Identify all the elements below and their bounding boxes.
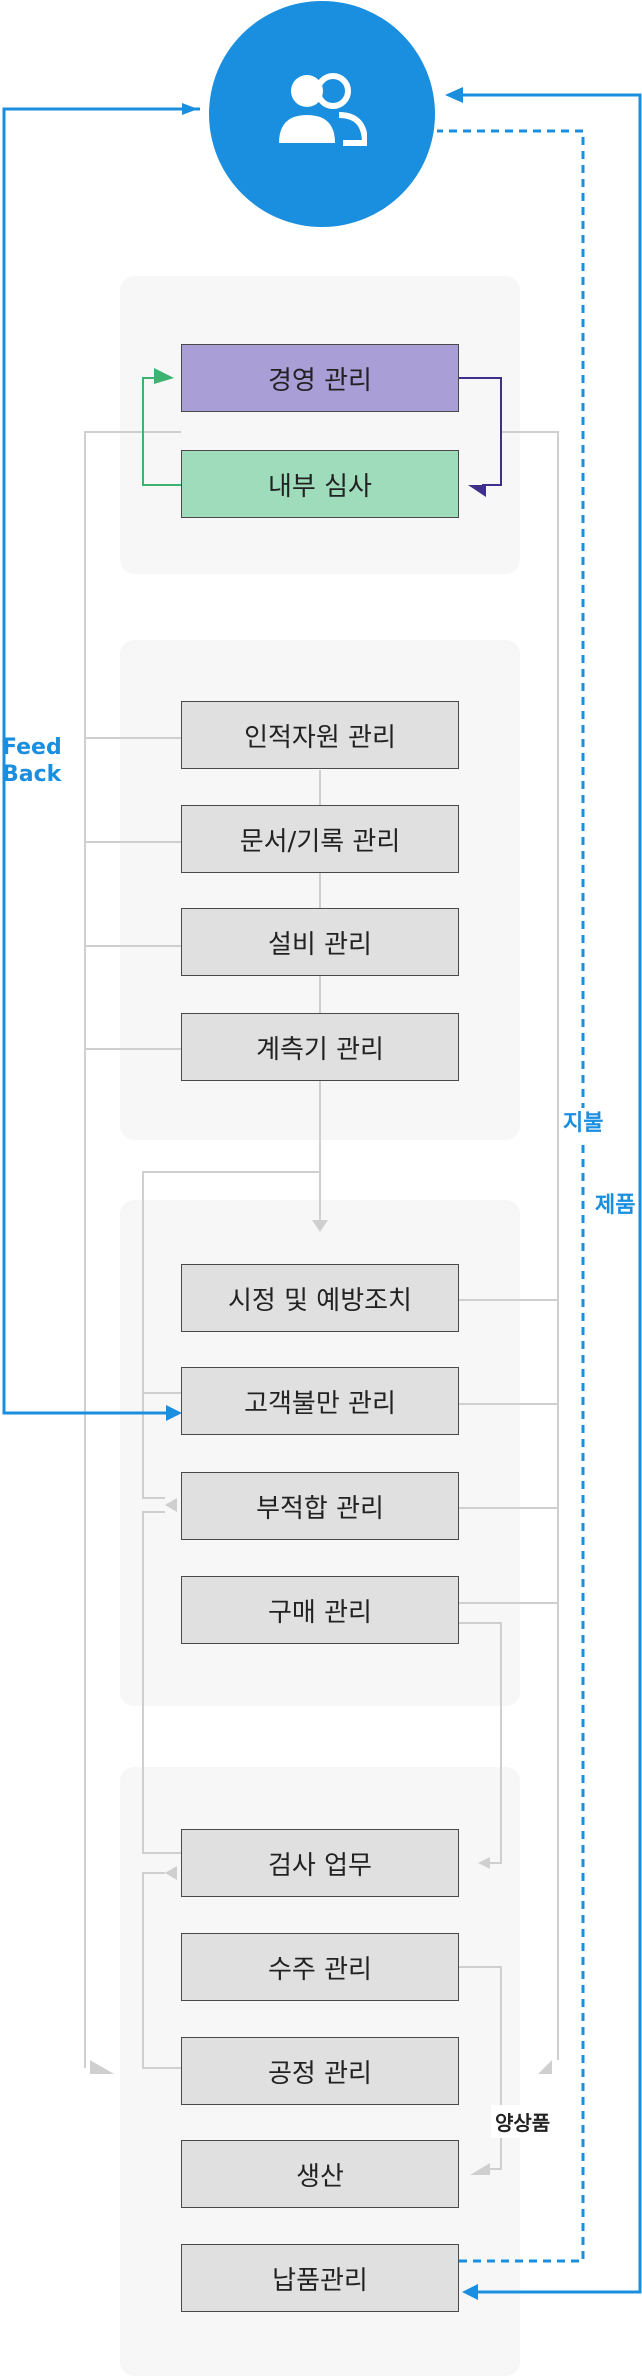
box-hr[interactable]: 인적자원 관리 — [181, 701, 459, 769]
management-group-panel — [120, 276, 520, 574]
product-label: 제품 — [595, 1190, 636, 1221]
feedback-line — [2, 107, 200, 1415]
box-nonconformity[interactable]: 부적합 관리 — [181, 1472, 459, 1540]
feedback-label: Feed Back — [2, 735, 62, 787]
box-delivery[interactable]: 납품관리 — [181, 2244, 459, 2312]
box-gauges[interactable]: 계측기 관리 — [181, 1013, 459, 1081]
box-process[interactable]: 공정 관리 — [181, 2037, 459, 2105]
box-documents[interactable]: 문서/기록 관리 — [181, 805, 459, 873]
box-complaints[interactable]: 고객불만 관리 — [181, 1367, 459, 1435]
box-production[interactable]: 생산 — [181, 2140, 459, 2208]
box-corrective[interactable]: 시정 및 예방조치 — [181, 1264, 459, 1332]
product-line — [455, 93, 642, 2294]
payment-dashed-line — [437, 129, 585, 2263]
box-management[interactable]: 경영 관리 — [181, 344, 459, 412]
box-inspection[interactable]: 검사 업무 — [181, 1829, 459, 1897]
box-purchasing[interactable]: 구매 관리 — [181, 1576, 459, 1644]
mgmt-arrow-head — [468, 485, 486, 497]
box-equipment[interactable]: 설비 관리 — [181, 908, 459, 976]
users-icon — [279, 73, 367, 146]
payment-label: 지불 — [563, 1108, 604, 1139]
good-product-label: 양상품 — [491, 2105, 555, 2138]
box-internal-audit[interactable]: 내부 심사 — [181, 450, 459, 518]
left-gray-trunk — [84, 431, 181, 2068]
box-orders[interactable]: 수주 관리 — [181, 1933, 459, 2001]
audit-arrow-head — [154, 368, 174, 384]
customer-circle — [209, 1, 435, 227]
